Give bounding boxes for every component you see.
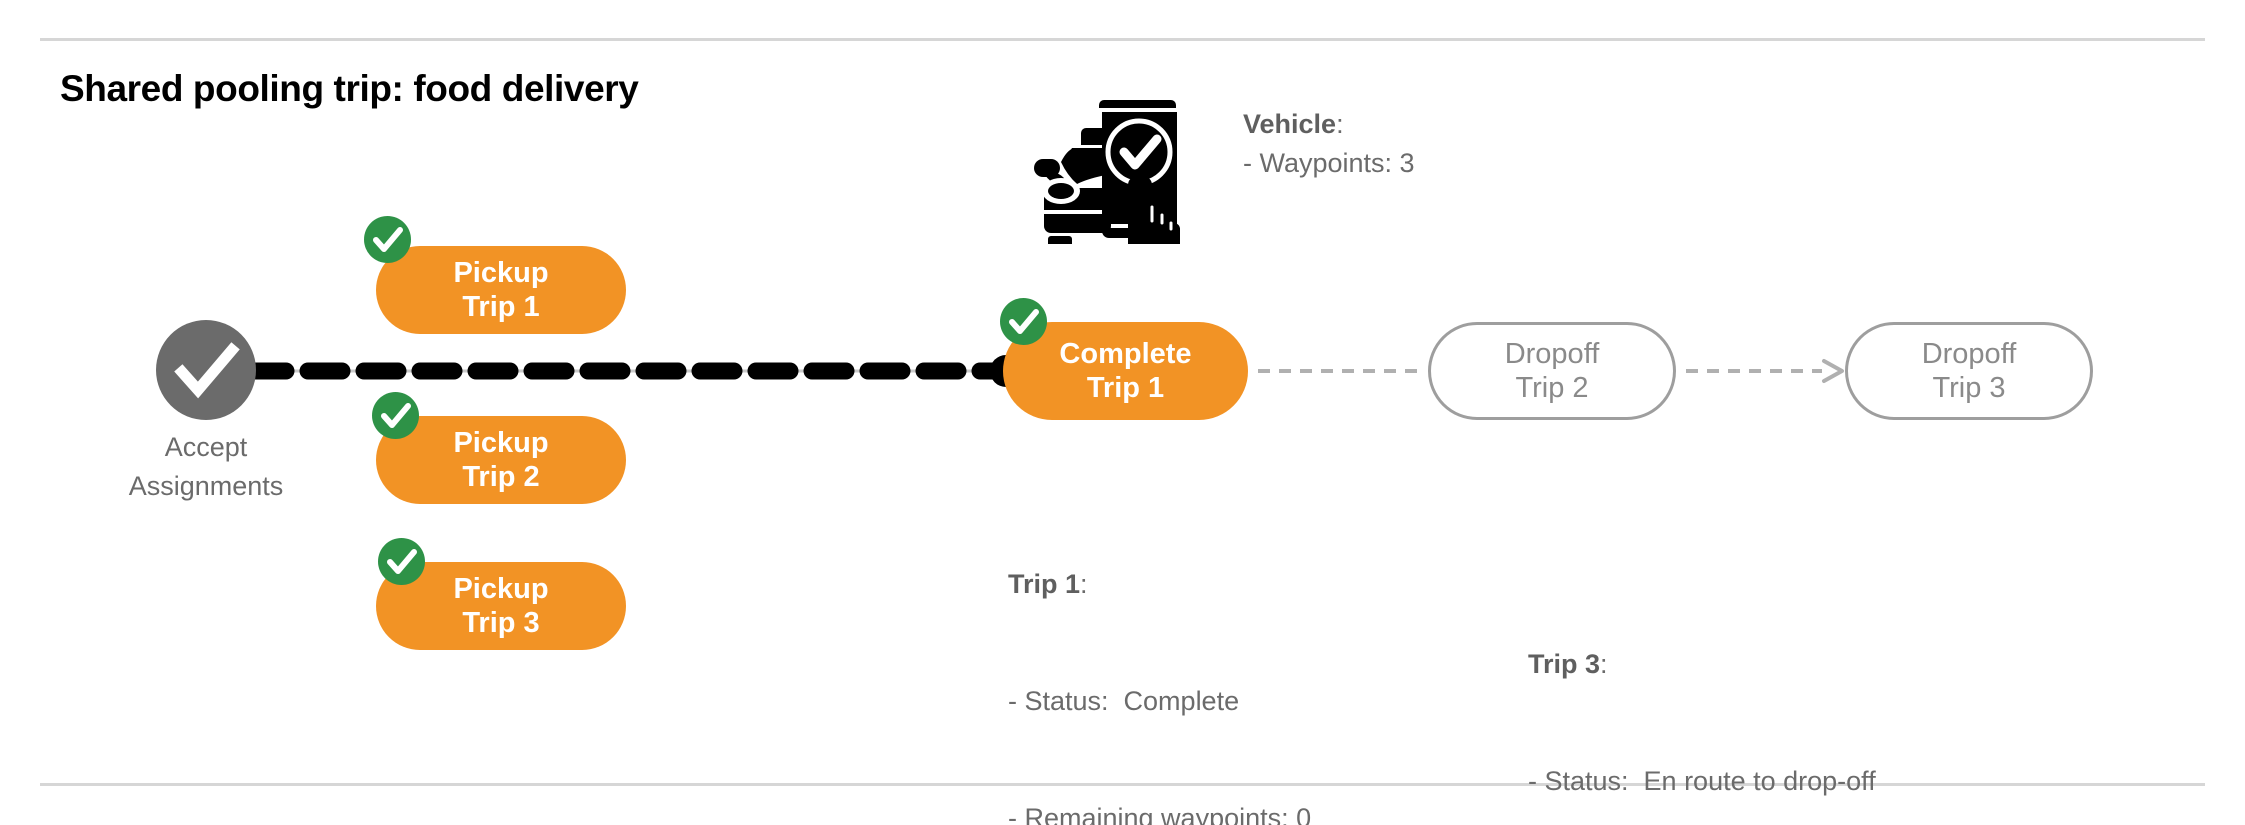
complete-1-line-2: Trip 1	[1086, 372, 1165, 404]
top-divider	[40, 38, 2205, 41]
vehicle-phone-check-icon	[1028, 84, 1188, 264]
vehicle-waypoints-line: - Waypoints: 3	[1243, 148, 1415, 178]
bottom-divider	[40, 783, 2205, 786]
trip-1-status: - Status: Complete	[1008, 686, 1240, 716]
dropoff-trip-3-pill[interactable]: Dropoff Trip 3	[1845, 322, 2093, 420]
accept-label-line-2: Assignments	[128, 471, 284, 501]
trip-3-header-row: Trip 3:	[1528, 645, 1876, 684]
accept-assignments-node[interactable]: Accept Assignments	[129, 320, 283, 501]
pickup-2-line-2: Trip 2	[462, 461, 540, 493]
dropoff-3-line-1: Dropoff	[1921, 337, 2017, 370]
pickup-3-line-2: Trip 3	[462, 607, 540, 639]
complete-1-line-1: Complete	[1059, 337, 1192, 370]
trip-details-trip3: Trip 3: - Status: En route to drop-off -…	[1528, 567, 1876, 825]
trip-1-header-row: Trip 1:	[1008, 565, 1356, 604]
pickup-1-line-2: Trip 1	[462, 291, 540, 323]
pickup-trip-2-pill[interactable]: Pickup Trip 2	[376, 416, 626, 504]
check-badge-icon	[364, 216, 411, 263]
dropoff-3-line-2: Trip 3	[1932, 372, 2006, 404]
arrowhead-icon	[1822, 359, 1844, 383]
check-circle-icon	[156, 320, 256, 420]
trip-3-status: - Status: En route to drop-off	[1528, 766, 1876, 796]
check-badge-icon	[378, 538, 425, 585]
trip-1-header-colon: :	[1080, 569, 1088, 599]
vehicle-info: Vehicle: - Waypoints: 3	[1243, 105, 1415, 183]
trip-details-trip1-trip2: Trip 1: - Status: Complete - Remaining w…	[1008, 487, 1356, 825]
complete-trip-1-pill[interactable]: Complete Trip 1	[1003, 322, 1248, 420]
dropoff-2-line-1: Dropoff	[1504, 337, 1600, 370]
dropoff-trip-2-pill[interactable]: Dropoff Trip 2	[1428, 322, 1676, 420]
accept-assignments-label: Accept Assignments	[96, 428, 316, 506]
check-badge-icon	[372, 392, 419, 439]
dropoff-2-line-2: Trip 2	[1515, 372, 1589, 404]
check-badge-icon	[1000, 298, 1047, 345]
trip-3-header-colon: :	[1600, 649, 1608, 679]
vehicle-label: Vehicle	[1243, 109, 1337, 139]
accept-label-line-1: Accept	[164, 432, 248, 462]
vehicle-label-colon: :	[1336, 109, 1344, 139]
pickup-1-line-1: Pickup	[453, 256, 549, 289]
pickup-3-line-1: Pickup	[453, 572, 549, 605]
trip-1-header: Trip 1	[1008, 569, 1081, 599]
pickup-trip-1-pill[interactable]: Pickup Trip 1	[376, 246, 626, 334]
trip-1-remaining-waypoints: - Remaining waypoints: 0	[1008, 803, 1312, 825]
trip-3-header: Trip 3	[1528, 649, 1601, 679]
vehicle-info-title: Vehicle:	[1243, 105, 1415, 144]
page-title: Shared pooling trip: food delivery	[60, 68, 639, 109]
pickup-2-line-1: Pickup	[453, 426, 549, 459]
